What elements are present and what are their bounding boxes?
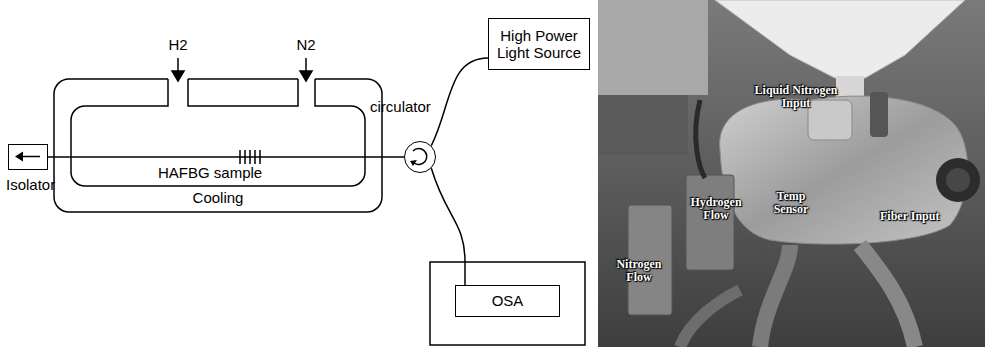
box-label: High Power Light Source (495, 27, 583, 62)
photo-label: Temp Sensor (764, 190, 818, 216)
isolator-box (8, 144, 48, 170)
circulator-label: circulator (370, 98, 431, 115)
setup-photo (598, 0, 985, 347)
photo-label: Hydrogen Flow (688, 196, 744, 222)
box-label: OSA (492, 292, 524, 309)
gas-label: N2 (293, 36, 319, 53)
outer-wall (54, 79, 382, 212)
circulator: circulator (370, 98, 440, 178)
circulator-arrow-symbol (405, 142, 434, 171)
inner-wall (71, 79, 365, 186)
fiber-line (431, 168, 465, 285)
sample-label: HAFBG sample (158, 164, 262, 181)
fiber-line (431, 58, 488, 146)
light-source-box: High Power Light Source (488, 18, 590, 70)
photo-label: Nitrogen Flow (610, 258, 668, 284)
circulator-symbol (404, 141, 436, 173)
cooling-label: Cooling (53, 189, 383, 206)
inner-wall (188, 79, 298, 106)
osa-housing (430, 262, 585, 345)
cooling-chamber: Cooling (53, 78, 383, 213)
photo-label: Fiber Input (880, 210, 939, 223)
gas-inlet-arrows (172, 58, 312, 81)
lid (188, 78, 298, 80)
isolator-arrow-symbol (9, 145, 46, 168)
osa-box: OSA (455, 285, 560, 317)
photo-label: Liquid Nitrogen Input (748, 84, 844, 110)
gas-label: H2 (165, 36, 191, 53)
fiber-line (48, 156, 404, 158)
isolator-label: Isolator (6, 176, 55, 193)
isolator: Isolator (6, 144, 66, 200)
